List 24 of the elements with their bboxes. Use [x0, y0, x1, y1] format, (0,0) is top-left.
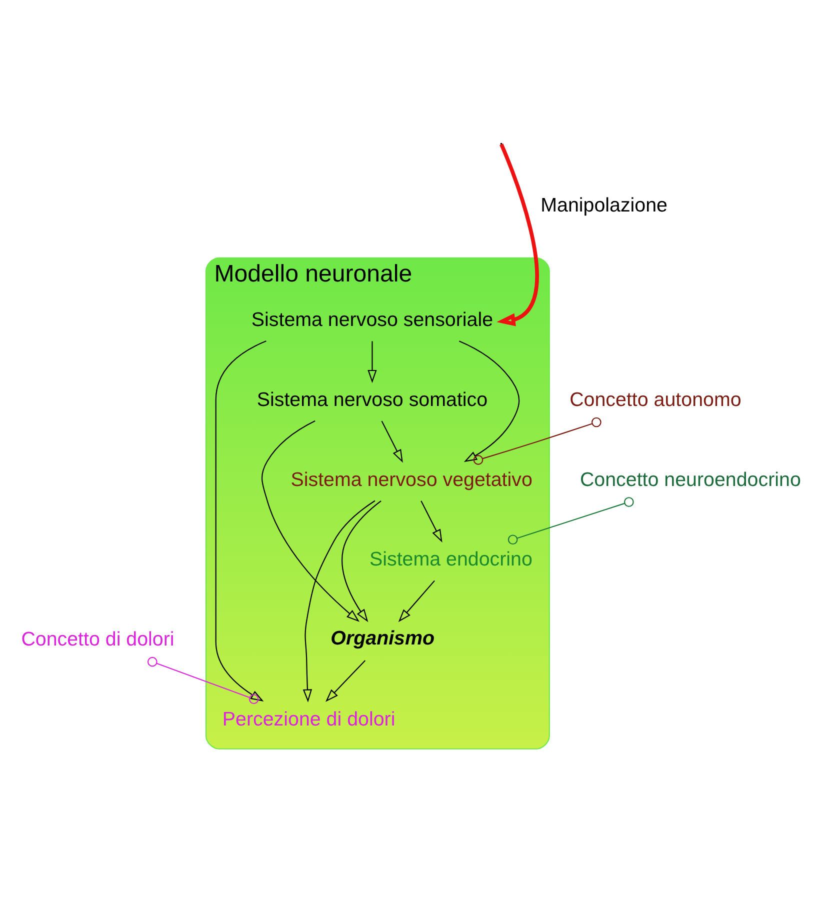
arrow [496, 144, 539, 326]
edge-label: Manipolazione [540, 194, 668, 216]
arrow [342, 500, 382, 622]
arrow [302, 500, 376, 702]
node-text: Concetto autonomo [570, 388, 742, 411]
node-text: Sistema nervoso somatico [256, 388, 488, 411]
node-text: Concetto neuroendocrino [580, 468, 801, 491]
arrow [398, 580, 435, 622]
node-text: Organismo [330, 627, 435, 650]
node-text: Sistema nervoso sensoriale [251, 309, 494, 332]
arrow [368, 341, 377, 384]
node-text: Sistema endocrino [369, 548, 532, 571]
node-text: Concetto di dolori [21, 628, 174, 650]
connector [508, 497, 634, 545]
node-text: Sistema nervoso vegetativo [290, 468, 532, 491]
node-text: Percezione di dolori [222, 708, 396, 730]
arrow [458, 340, 520, 462]
connector [473, 417, 602, 465]
arrow [381, 420, 403, 463]
arrow [326, 660, 366, 702]
arrow [261, 420, 360, 622]
arrow [215, 340, 266, 702]
arrow [420, 500, 442, 543]
connector [147, 656, 259, 704]
